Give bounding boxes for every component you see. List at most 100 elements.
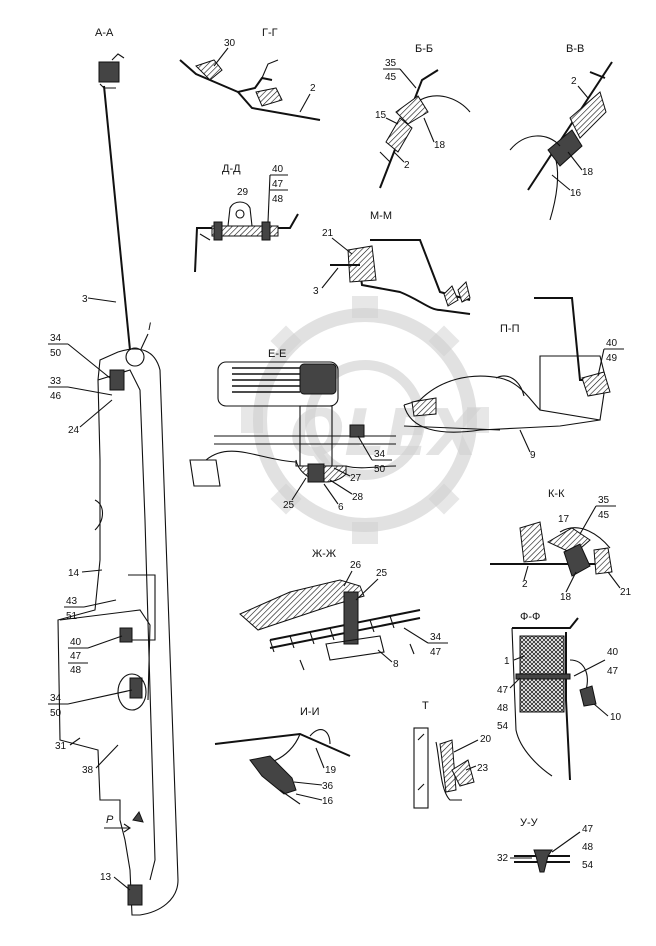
callout-47: 47 [70, 651, 82, 662]
callout-ee-27: 27 [350, 473, 362, 484]
trim-panel-9 [539, 355, 607, 421]
callout-ff-10: 10 [610, 712, 622, 723]
callout-ff-48: 48 [497, 703, 509, 714]
callout-ff-47b: 47 [497, 685, 509, 696]
section-label-uu: У-У [520, 817, 539, 829]
view-ii: И-И 19 36 16 [214, 706, 351, 807]
callout-vv-2: 2 [571, 76, 577, 87]
section-label-pp: П-П [500, 323, 520, 335]
rivet-47 [533, 849, 553, 873]
view-uu: У-У 47 48 54 32 [497, 817, 594, 873]
view-main-assembly: А-А 3 I 34 50 33 46 24 [48, 27, 179, 916]
callout-uu-54: 54 [582, 860, 594, 871]
callout-ff-1: 1 [504, 656, 510, 667]
callout-gg-30: 30 [224, 38, 236, 49]
view-ee: Е-Е 34 50 27 28 25 6 [189, 348, 397, 513]
callout-bb-2: 2 [404, 160, 410, 171]
fitting-upper [109, 369, 125, 391]
callout-zh-25: 25 [376, 568, 388, 579]
callout-kk-2: 2 [522, 579, 528, 590]
callout-50a: 50 [50, 348, 62, 359]
view-pp: П-П 40 49 9 [403, 297, 624, 461]
callout-kk-18: 18 [560, 592, 572, 603]
callout-pp-49: 49 [606, 353, 618, 364]
callout-uu-48: 48 [582, 842, 594, 853]
callout-51: 51 [66, 611, 78, 622]
nut-10 [579, 685, 597, 707]
clip-36 [249, 755, 297, 795]
section-label-bb: Б-Б [415, 43, 433, 55]
view-arrow-p [104, 823, 131, 833]
view-kk: К-К 35 45 17 2 18 21 [490, 488, 632, 603]
callout-kk-45: 45 [598, 510, 610, 521]
callout-kk-35: 35 [598, 495, 610, 506]
callout-ff-40: 40 [607, 647, 619, 658]
callout-ii-16: 16 [322, 796, 334, 807]
callout-ee-34: 34 [374, 449, 386, 460]
view-gg: Г-Г 30 2 [179, 27, 321, 121]
section-label-mm: М-М [370, 210, 392, 222]
callout-dd-29: 29 [237, 187, 249, 198]
callout-34b: 34 [50, 693, 62, 704]
callout-ff-47a: 47 [607, 666, 619, 677]
callout-vv-16: 16 [570, 188, 582, 199]
callout-dd-48: 48 [272, 194, 284, 205]
arrow-p-label: Р [106, 814, 114, 826]
clip-18-kk [563, 543, 591, 577]
motor-housing [217, 361, 339, 407]
callout-ee-28: 28 [352, 492, 364, 503]
callout-pp-40: 40 [606, 338, 618, 349]
callout-mm-3: 3 [313, 286, 319, 297]
watermark: QLEX [241, 296, 489, 544]
fitting-lower [129, 677, 143, 699]
callout-uu-47: 47 [582, 824, 594, 835]
bolt-25 [343, 591, 359, 645]
callout-ee-50: 50 [374, 464, 386, 475]
callout-33: 33 [50, 376, 62, 387]
motor-drum [299, 363, 337, 395]
section-label-ii: И-И [300, 706, 319, 718]
callout-38: 38 [82, 765, 94, 776]
panel-2-vv [527, 61, 613, 191]
callout-t-23: 23 [477, 763, 489, 774]
callout-dd-47: 47 [272, 179, 284, 190]
callout-ee-25: 25 [283, 500, 295, 511]
callout-zh-26: 26 [350, 560, 362, 571]
callout-dd-40: 40 [272, 164, 284, 175]
view-ff: Ф-Ф 1 40 47 47 48 54 10 [497, 611, 622, 781]
callout-13: 13 [100, 872, 112, 883]
callout-mm-21: 21 [322, 228, 334, 239]
bolt-47 [515, 673, 571, 680]
view-bb: Б-Б 35 45 15 18 2 [375, 43, 471, 189]
callout-zh-47: 47 [430, 647, 442, 658]
callout-uu-32: 32 [497, 853, 509, 864]
callout-bb-45: 45 [385, 72, 397, 83]
view-t: Т 20 23 [413, 700, 492, 809]
section-label-zhzh: Ж-Ж [312, 548, 336, 560]
callout-bb-15: 15 [375, 110, 387, 121]
clip-18-vv [547, 129, 583, 167]
detail-i-label: I [148, 321, 151, 333]
section-label-t: Т [422, 700, 429, 712]
seal-15 [385, 117, 413, 153]
bushing-21-kk [593, 547, 613, 575]
callout-ii-19: 19 [325, 765, 337, 776]
callout-40: 40 [70, 637, 82, 648]
callout-vv-18: 18 [582, 167, 594, 178]
door-panel-outline [57, 348, 179, 916]
view-mm: М-М 21 3 [313, 210, 471, 315]
fitting-middle [119, 627, 133, 643]
callout-14: 14 [68, 568, 80, 579]
view-vv: В-В 2 18 16 [509, 43, 613, 221]
callout-34a: 34 [50, 333, 62, 344]
view-zhzh: Ж-Ж 26 25 34 47 8 [239, 548, 448, 671]
callout-46: 46 [50, 391, 62, 402]
callout-ee-6: 6 [338, 502, 344, 513]
callout-zh-8: 8 [393, 659, 399, 670]
callout-43: 43 [66, 596, 78, 607]
section-label-aa: А-А [95, 27, 114, 39]
callout-48: 48 [70, 665, 82, 676]
callout-3: 3 [82, 294, 88, 305]
